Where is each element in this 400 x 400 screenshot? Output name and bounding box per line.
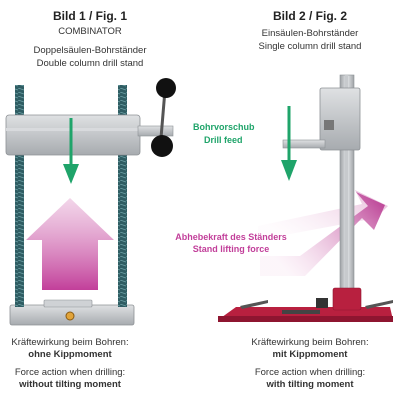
fig2-caption-en-1: Force action when drilling: — [254, 367, 366, 378]
fig1-caption-en-2: without tilting moment — [19, 379, 121, 390]
lift-label-de: Abhebekraft des Ständers — [175, 232, 287, 242]
fig1-knob-bottom — [151, 135, 173, 157]
fig2-stand — [218, 74, 393, 322]
fig1-knob-top — [156, 78, 176, 98]
fig1-column-right — [118, 85, 127, 307]
fig1-base-plate — [43, 299, 93, 308]
fig1-model: COMBINATOR — [58, 26, 122, 37]
fig1-lift-arrow — [26, 198, 114, 290]
fig1-feed-arrow — [63, 118, 79, 184]
fig1-column-left — [15, 85, 24, 307]
fig1-name-de: Doppelsäulen-Bohrständer — [33, 45, 147, 56]
fig1-stand — [5, 78, 176, 326]
fig1-crossbar — [5, 114, 141, 156]
fig2-column-foot — [332, 287, 362, 311]
fig2-name-de: Einsäulen-Bohrständer — [261, 28, 359, 39]
fig2-carriage — [319, 87, 361, 151]
fig2-caption-de-2: mit Kippmoment — [272, 349, 348, 360]
fig1-caption-en-1: Force action when drilling: — [14, 367, 126, 378]
fig1-title: Bild 1 / Fig. 1 — [52, 9, 127, 23]
fig2-feed-arrow — [281, 106, 297, 181]
fig1-handle-bar — [137, 125, 174, 137]
feed-label-en: Drill feed — [204, 135, 243, 145]
fig2-title: Bild 2 / Fig. 2 — [272, 9, 347, 23]
fig2-caption-en-2: with tilting moment — [266, 379, 354, 390]
fig1-caption-de-1: Kräftewirkung beim Bohren: — [11, 337, 129, 348]
fig2-lever-left — [240, 300, 268, 309]
fig1-base-screw — [65, 311, 75, 321]
fig1-name-en: Double column drill stand — [36, 58, 144, 69]
fig2-caption-de-1: Kräftewirkung beim Bohren: — [251, 337, 369, 348]
fig2-lever-right — [365, 300, 393, 309]
lift-label-en: Stand lifting force — [192, 244, 270, 254]
fig2-drill-holder — [282, 139, 326, 149]
fig1-caption-de-2: ohne Kippmoment — [28, 349, 112, 360]
fig2-name-en: Single column drill stand — [258, 41, 362, 52]
feed-label-de: Bohrvorschub — [193, 122, 255, 132]
